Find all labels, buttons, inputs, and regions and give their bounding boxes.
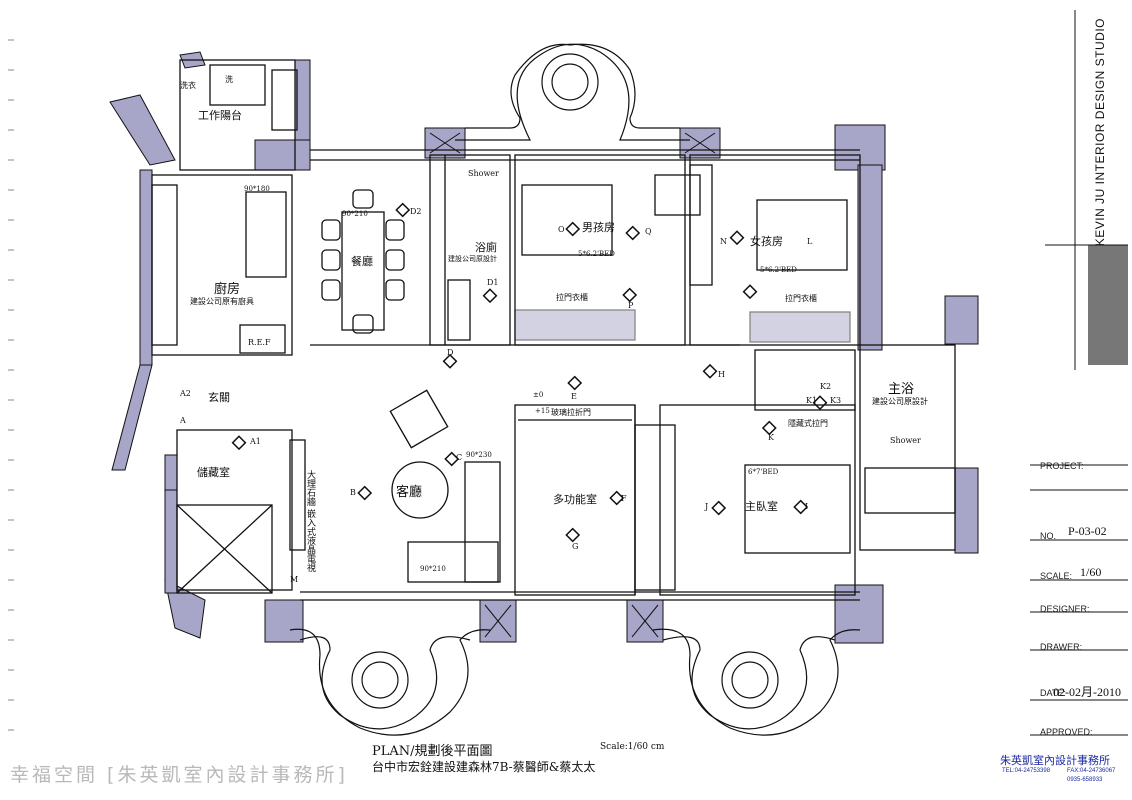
tb-project-label: PROJECT: [1040,461,1084,471]
hidden-door: 隱藏式拉門 [788,419,828,428]
marker-d1: D1 [487,278,499,287]
marker-k1: K1 [806,396,818,405]
marker-a1: A1 [250,437,261,446]
tb-no-value: P-03-02 [1068,524,1107,538]
master-shower: Shower [890,436,921,445]
firm-tel: TEL:04-24753398 [1002,768,1051,774]
room-dining: 餐廳 [351,255,373,268]
firm-mobile: 0935-658933 [1067,777,1103,783]
tb-designer-label: DESIGNER: [1040,604,1090,614]
marker-h: H [718,370,725,379]
living-table-dim: 90*230 [466,451,492,459]
marker-e: E [571,392,577,401]
marker-k: K [768,433,774,442]
marker-diamonds [231,202,828,543]
master-bath-note: 建設公司原設計 [872,397,928,406]
tb-approved-label: APPROVED: [1040,727,1093,737]
glass-door: 玻璃拉折門 [551,408,591,417]
tb-drawer-label: DRAWER: [1040,642,1083,652]
boy-bed: 5*6.2'BED [578,250,615,258]
room-balcony: 工作陽台 [198,109,242,122]
washer-label: 洗 [225,75,233,84]
marker-m: M [290,575,299,584]
room-bath: 浴廁 [475,241,497,254]
studio-name: KEVIN JU INTERIOR DESIGN STUDIO [1093,18,1107,247]
marker-f: F [621,494,627,503]
dryer-label: 洗衣 [180,81,196,90]
marker-a2: A2 [180,389,191,398]
balcony-curves [289,43,861,736]
level-zero: ±0 [533,391,544,399]
firm-name: 朱英凱室內設計事務所 [1000,754,1110,767]
room-boy: 男孩房 [582,221,615,234]
marker-l: L [807,237,813,246]
marker-g: G [572,542,579,551]
kitchen-note: 建設公司原有廚具 [190,297,254,306]
tb-date-value: 02-02月-2010 [1053,685,1121,699]
marker-c: C [456,453,463,462]
tb-scale-value: 1/60 [1080,565,1102,579]
marker-i: I [805,502,809,511]
interior-walls [151,59,956,601]
room-kitchen: 廚房 [214,282,241,297]
scale-note: Scale:1/60 cm [600,742,665,752]
watermark: 幸福空間 [朱英凱室內設計事務所] [10,764,348,786]
girl-wardrobe: 拉門衣櫃 [785,294,817,303]
tb-date-label: DATE: [1040,688,1066,698]
title-block [1030,10,1128,736]
marker-k3: K3 [830,396,842,405]
room-master: 主臥室 [745,500,778,513]
tb-scale-label: SCALE: [1040,571,1073,581]
project-name: 台中市宏銓建設建森林7B-蔡醫師&蔡太太 [372,760,596,774]
room-multi: 多功能室 [553,493,597,506]
girl-bed: 5*6.2'BED [760,266,797,274]
room-living: 客廳 [396,485,423,500]
level-plus: +15 [535,407,550,415]
marker-p: P [628,301,634,310]
tb-no-label: NO. [1040,531,1057,541]
room-girl: 女孩房 [750,235,783,248]
room-storage: 儲藏室 [197,466,230,479]
marker-q: Q [645,227,652,236]
marker-b: B [350,488,356,497]
tv-wall: 大理石牆 嵌入式液晶電視 [305,470,315,572]
marker-a: A [180,416,186,425]
marker-j: J [705,502,709,511]
boy-wardrobe: 拉門衣櫃 [556,293,588,302]
margin-ticks [8,39,14,731]
fridge-label: R.E.F [248,338,271,347]
bath-shower: Shower [468,169,499,178]
room-foyer: 玄關 [208,391,230,404]
living-sofa-dim: 90*210 [420,565,446,573]
firm-fax: FAX:04-24736067 [1067,768,1116,774]
marker-d: D [447,348,454,357]
dining-table-dim: 90*210 [342,210,368,218]
column-crosses [429,132,716,638]
marker-k2: K2 [820,382,832,391]
marker-d2: D2 [410,207,422,216]
bath-note: 建設公司原設計 [448,255,497,263]
marker-n: N [720,237,727,246]
marker-o: O [558,225,565,234]
island-dim: 90*180 [244,185,270,193]
master-bed: 6*7'BED [748,468,779,476]
room-master-bath: 主浴 [888,382,915,397]
plan-title: PLAN/規劃後平面圖 [372,744,493,759]
